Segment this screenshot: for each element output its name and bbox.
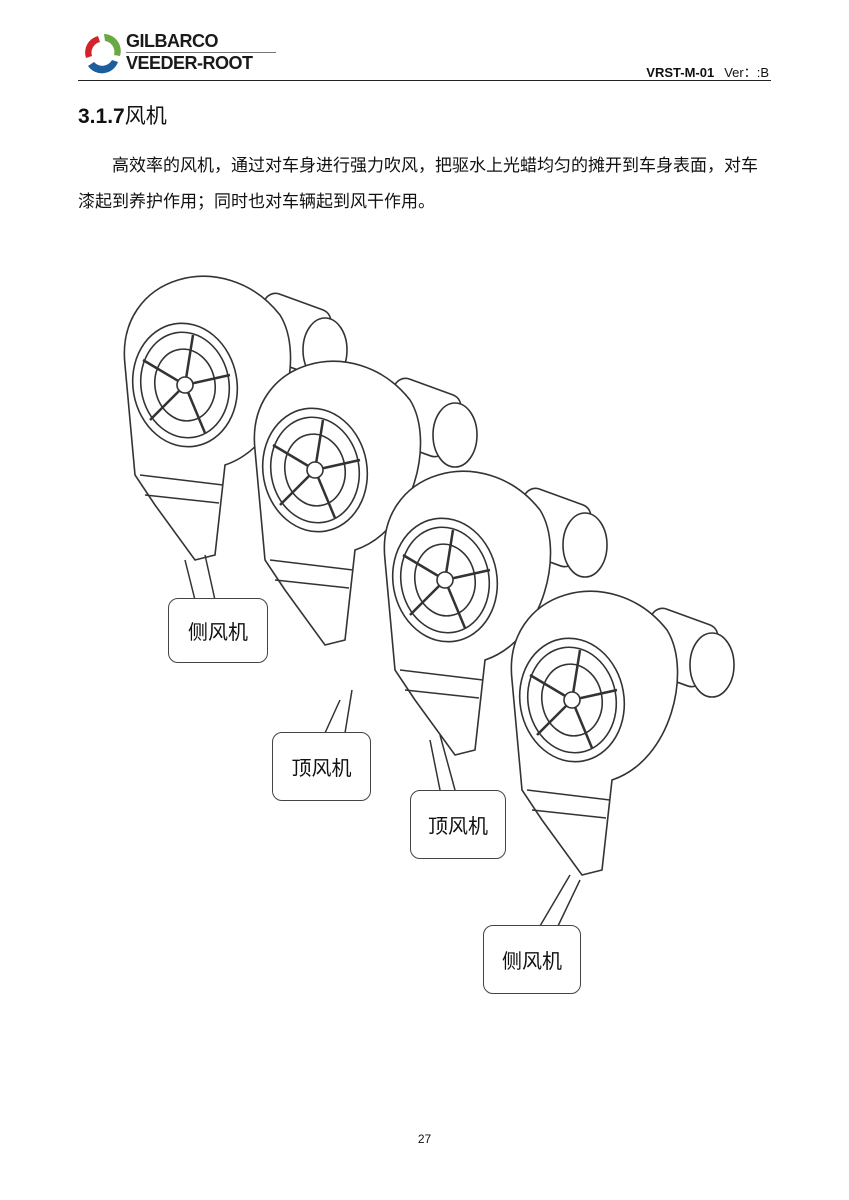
brand-divider bbox=[126, 52, 276, 53]
blower-unit bbox=[383, 470, 608, 756]
company-logo: GILBARCO VEEDER-ROOT bbox=[80, 28, 280, 78]
body-paragraph: 高效率的风机，通过对车身进行强力吹风，把驱水上光蜡均匀的摊开到车身表面，对车漆起… bbox=[78, 156, 758, 212]
section-heading: 3.1.7风机 bbox=[78, 100, 167, 130]
callout-leaders bbox=[184, 554, 581, 927]
callout-side-blower-2: 侧风机 bbox=[483, 925, 581, 994]
section-number: 3.1.7 bbox=[78, 105, 125, 128]
callout-top-blower-1: 顶风机 bbox=[272, 732, 371, 801]
document-id: VRST-M-01 Ver：:B bbox=[646, 62, 769, 81]
blower-unit bbox=[510, 590, 735, 876]
callout-top-blower-2: 顶风机 bbox=[410, 790, 506, 859]
doc-code: VRST-M-01 bbox=[646, 65, 715, 80]
doc-version: Ver：:B bbox=[724, 65, 769, 80]
page-number: 27 bbox=[417, 1132, 432, 1146]
brand-line1: GILBARCO bbox=[126, 31, 219, 51]
blower-unit bbox=[253, 360, 478, 646]
section-title: 风机 bbox=[124, 104, 167, 128]
brand-line2: VEEDER-ROOT bbox=[126, 53, 253, 73]
callout-side-blower-1: 侧风机 bbox=[168, 598, 268, 663]
header-rule bbox=[78, 80, 771, 81]
logo-mark-icon bbox=[85, 34, 121, 74]
